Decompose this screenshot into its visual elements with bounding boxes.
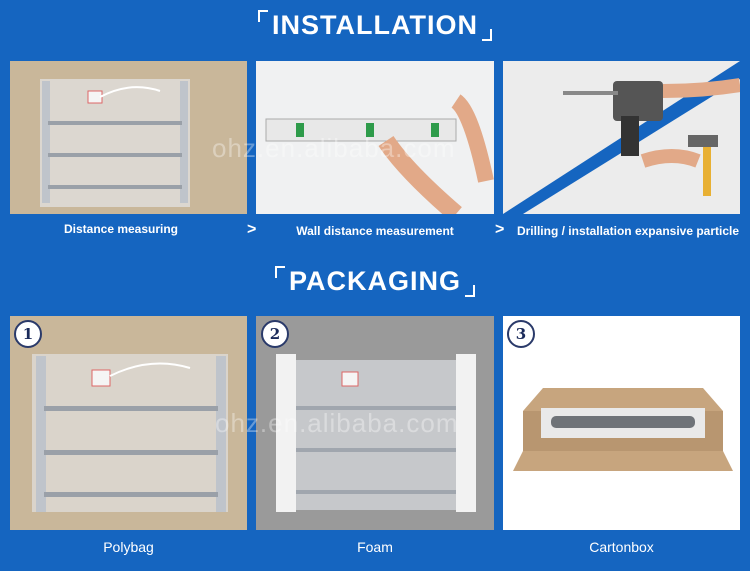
number-badge-2: 2 <box>261 320 289 348</box>
photo-polybag <box>10 316 247 530</box>
photo-foam <box>256 316 494 530</box>
number-badge-1: 1 <box>14 320 42 348</box>
photo-distance-measuring <box>10 61 247 214</box>
photo-wall-distance <box>256 61 494 214</box>
packaging-title: PACKAGING <box>0 266 750 297</box>
arrow-right-icon: > <box>495 221 505 238</box>
caption-cartonbox: Cartonbox <box>589 539 654 555</box>
arrow-right-icon: > <box>247 221 257 238</box>
installation-title: INSTALLATION <box>0 10 750 41</box>
caption-foam: Foam <box>357 539 393 555</box>
caption-wall-distance: Wall distance measurement <box>296 224 454 238</box>
photo-drilling <box>503 61 740 214</box>
caption-polybag: Polybag <box>103 539 154 555</box>
photo-cartonbox <box>503 316 740 530</box>
caption-distance-measuring: Distance measuring <box>63 222 179 236</box>
number-badge-3: 3 <box>507 320 535 348</box>
caption-drilling: Drilling / installation expansive partic… <box>516 224 740 238</box>
